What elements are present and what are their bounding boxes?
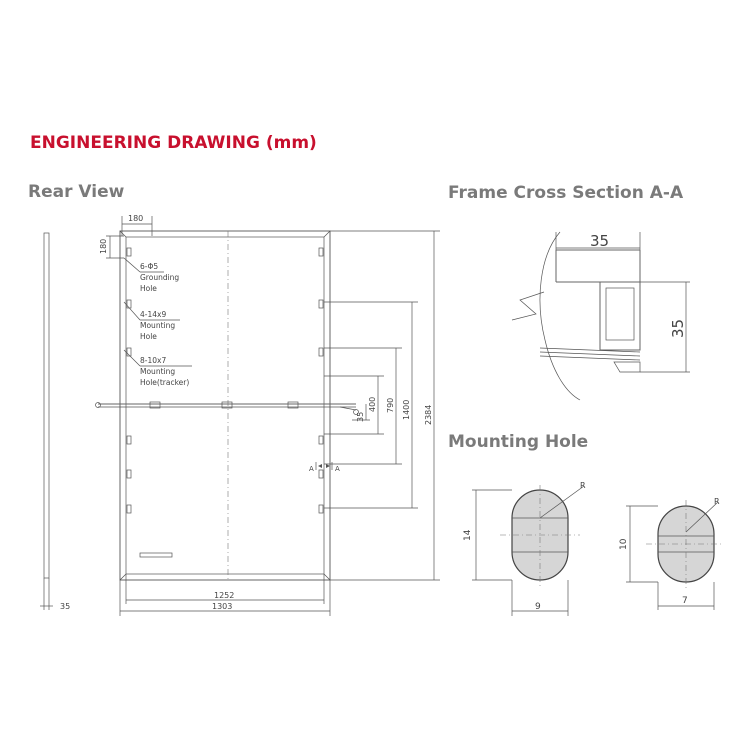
junction-box-center [221,401,233,409]
callout-mounting-hole: 4-14x9 Mounting Hole [123,301,180,341]
connector-left [95,402,101,408]
cross-width-label: 35 [590,232,609,250]
width-outer-label: 1303 [212,602,232,611]
rear-view-heading: Rear View [28,182,125,202]
svg-text:790: 790 [386,398,395,413]
mounting-hole-14x9: R 14 9 [463,481,586,616]
radius-label-2: R [714,497,720,506]
svg-text:35: 35 [356,412,365,422]
section-mark-right: A [335,465,340,473]
dim-top-180: 180 [121,214,153,236]
page-title: ENGINEERING DRAWING (mm) [30,133,317,153]
svg-text:180: 180 [128,214,143,223]
panel-outline [95,230,359,581]
hole2-width-label: 7 [682,596,688,606]
svg-text:Mounting: Mounting [140,367,175,376]
svg-text:8-10x7: 8-10x7 [140,356,166,365]
svg-text:180: 180 [99,239,108,254]
svg-text:Hole: Hole [140,332,157,341]
svg-text:6-Φ5: 6-Φ5 [140,262,158,271]
width-inner-label: 1252 [214,591,234,600]
dim-side-180: 180 [99,235,124,259]
mounting-hole-heading: Mounting Hole [448,432,589,452]
label-plate [139,552,173,558]
junction-box-left [149,401,161,409]
callout-grounding-hole: 6-Φ5 Grounding Hole [123,257,179,293]
connector-right [353,409,359,415]
svg-text:2384: 2384 [424,405,433,425]
thickness-label: 35 [60,602,70,611]
cross-section-heading: Frame Cross Section A-A [448,183,684,203]
side-profile: 35 [40,232,70,611]
dims-right: 2384 1400 790 400 35 A A [309,230,440,581]
junction-box-right [287,401,299,409]
hole2-height-label: 10 [619,538,629,550]
cross-height-label: 35 [669,319,687,338]
svg-text:Grounding: Grounding [140,273,179,282]
radius-label-1: R [580,481,586,490]
section-mark-left: A [309,465,314,473]
svg-text:Mounting: Mounting [140,321,175,330]
mounting-hole-10x7: R 10 7 [619,497,724,610]
svg-text:Hole: Hole [140,284,157,293]
dims-bottom: 1252 1303 [119,574,331,616]
svg-text:Hole(tracker): Hole(tracker) [140,378,189,387]
callout-tracker-hole: 8-10x7 Mounting Hole(tracker) [123,349,192,387]
cross-section-drawing: 35 35 [511,231,690,401]
svg-text:400: 400 [368,397,377,412]
svg-text:1400: 1400 [402,400,411,420]
hole1-width-label: 9 [535,602,541,612]
svg-text:4-14x9: 4-14x9 [140,310,166,319]
hole1-height-label: 14 [463,529,473,541]
